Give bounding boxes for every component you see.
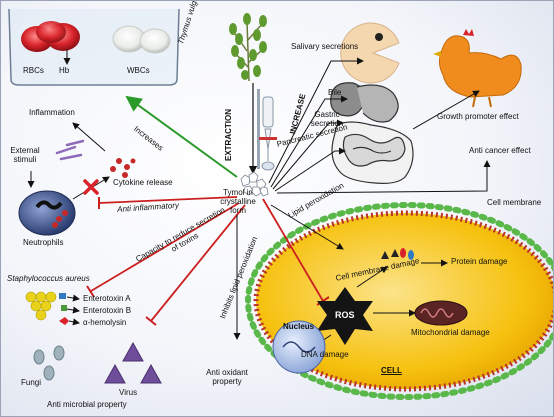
membrane-damage-icon <box>381 248 414 260</box>
extraction-apparatus-icon <box>257 89 277 171</box>
cell-icon <box>245 202 553 400</box>
x-mark-icon <box>83 179 99 195</box>
inflammation-label: Inflammation <box>29 108 75 117</box>
nucleus-label: Nucleus <box>283 322 315 331</box>
growth-label: Growth promoter effect <box>437 112 519 121</box>
particles-icon <box>110 158 136 178</box>
cytokine-label: Cytokine release <box>113 178 173 187</box>
thyme-plant-icon <box>229 13 267 82</box>
tymol-label: Tymol in crystalline form <box>220 188 256 215</box>
hemolysin-label: α-hemolysin <box>83 318 127 327</box>
stimuli-icon <box>55 139 85 161</box>
wbcs-label: WBCs <box>127 66 150 75</box>
antioxidant-label: Anti oxidant property <box>206 368 248 386</box>
fungi-label: Fungi <box>21 378 42 387</box>
fungi-icon <box>33 345 65 381</box>
enterotoxin-b-label: Enterotoxin B <box>83 306 132 315</box>
staph-cluster-icon <box>25 291 57 321</box>
antimicrobial-label: Anti microbial property <box>47 400 127 409</box>
gastric-label: Gastric secretion <box>310 110 344 128</box>
hen-icon <box>433 29 522 108</box>
rbc-icon <box>21 21 80 52</box>
rbcs-label: RBCs <box>23 66 44 75</box>
cell-label: CELL <box>381 366 402 375</box>
virus-icon <box>104 341 162 384</box>
mitochondrion-icon <box>414 300 468 326</box>
digestive-system-icon <box>330 82 414 184</box>
hb-label: Hb <box>59 66 70 75</box>
nucleus-icon <box>272 320 326 374</box>
enterotoxin-a-label: Enterotoxin A <box>83 294 131 303</box>
staph-label: Staphylococcus aureus <box>7 274 90 283</box>
bile-label: Bile <box>328 88 342 97</box>
wbc-icon <box>112 25 171 54</box>
anticancer-label: Anti cancer effect <box>469 146 531 155</box>
pacman-face-icon <box>340 22 400 84</box>
ros-label: ROS <box>335 310 355 320</box>
thymol-crystal-icon <box>240 171 269 197</box>
protein-damage-label: Protein damage <box>451 257 508 266</box>
mito-damage-label: Mitochondrial damage <box>411 328 490 337</box>
dna-damage-label: DNA damage <box>301 350 349 359</box>
extraction-label: EXTRACTION <box>224 109 233 161</box>
ros-star-icon <box>317 287 373 345</box>
salivary-label: Salivary secretions <box>291 42 359 51</box>
cell-membrane-label: Cell membrane <box>487 198 542 207</box>
neutrophil-icon <box>18 190 76 236</box>
toxin-icon <box>59 293 69 325</box>
external-stimuli-label: External stimuli <box>10 146 40 164</box>
neutrophils-label: Neutrophils <box>23 238 64 247</box>
virus-label: Virus <box>119 388 138 397</box>
